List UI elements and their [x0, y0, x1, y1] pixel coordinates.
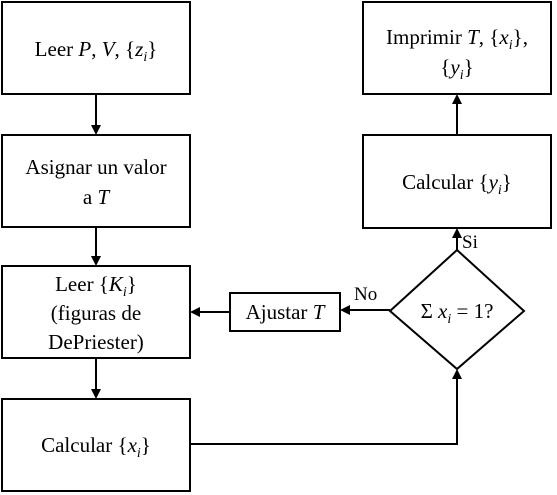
- node-adjust-t-label: Ajustar T: [246, 300, 326, 324]
- edge-label-yes: Si: [462, 232, 478, 253]
- arrow-calcx-to-decision: [190, 369, 462, 445]
- node-read-k-line1: Leer {Ki}: [55, 272, 137, 300]
- node-print-box: [362, 1, 552, 95]
- node-read-pvz-box: [1, 1, 191, 95]
- node-decision-label: Σ xi = 1?: [421, 299, 494, 327]
- node-read-k-line3: DePriester): [48, 330, 144, 354]
- node-read-k-box: [1, 265, 191, 359]
- node-calc-y-label: Calcular {yi}: [402, 170, 512, 198]
- node-assign-t-box: [1, 134, 191, 228]
- node-print-line1: Imprimir T, {xi},: [386, 25, 528, 53]
- node-calc-x-label: Calcular {xi}: [41, 433, 151, 461]
- edge-label-no: No: [354, 284, 377, 305]
- node-print-line2: {yi}: [440, 55, 473, 83]
- node-read-pvz-label: Leer P, V, {zi}: [35, 37, 158, 65]
- node-assign-t-line2: a T: [83, 185, 111, 209]
- node-assign-t-line1: Asignar un valor: [25, 155, 166, 179]
- node-read-k-line2: (figuras de: [51, 301, 141, 325]
